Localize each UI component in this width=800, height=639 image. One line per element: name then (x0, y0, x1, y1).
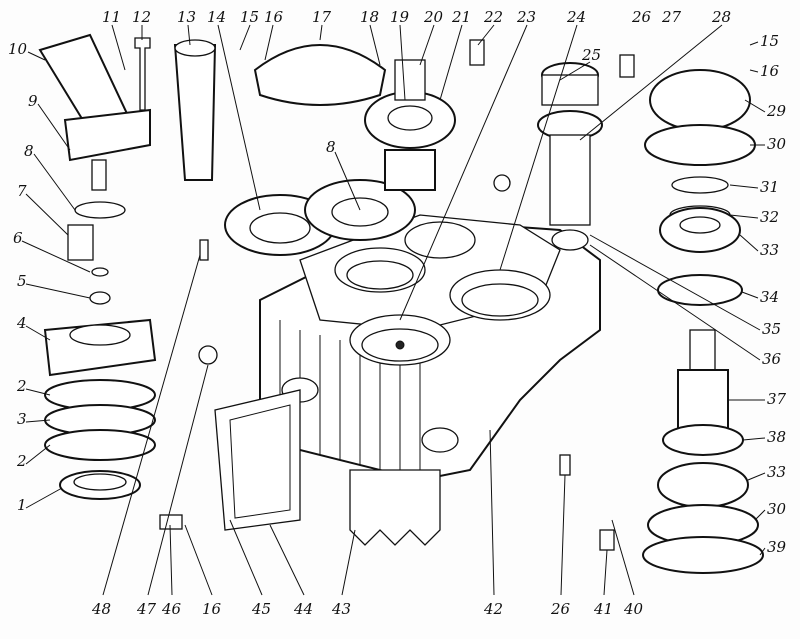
part-label: 5 (17, 272, 27, 290)
part-label: 30 (767, 500, 787, 518)
part-label: 18 (360, 8, 379, 26)
part-label: 41 (593, 600, 613, 618)
part-label: 40 (623, 600, 644, 618)
part-label: 44 (293, 600, 313, 618)
right-lower-stack (642, 329, 764, 574)
right-upper-stack (644, 69, 756, 306)
part-label: 32 (760, 208, 779, 226)
part-label: 20 (423, 8, 444, 26)
part-label: 48 (91, 600, 111, 618)
part-label: 8 (326, 138, 336, 156)
part-label: 16 (264, 8, 284, 26)
part-label: 13 (177, 8, 196, 26)
part-label: 16 (202, 600, 222, 618)
part-label: 35 (762, 320, 781, 338)
part-label: 33 (767, 463, 786, 481)
part-label: 43 (331, 600, 351, 618)
part-label: 22 (483, 8, 503, 26)
part-label: 16 (760, 62, 780, 80)
part-label: 28 (711, 8, 731, 26)
part-label: 8 (24, 142, 34, 160)
right-shaft-assembly (537, 62, 603, 251)
plug (469, 39, 485, 66)
part-label: 15 (240, 8, 259, 26)
part-labels: 10 11 12 13 14 15 16 17 18 19 20 21 22 2… (8, 8, 787, 618)
part-label: 46 (161, 600, 182, 618)
part-label: 9 (28, 92, 38, 110)
part-label: 33 (760, 241, 779, 259)
part-label: 11 (102, 8, 121, 26)
part-label: 7 (17, 182, 27, 200)
part-label: 14 (207, 8, 226, 26)
part-label: 47 (136, 600, 157, 618)
part-label: 23 (516, 8, 536, 26)
bolt (159, 514, 183, 530)
part-label: 42 (483, 600, 503, 618)
part-label: 12 (132, 8, 151, 26)
part-label: 2 (16, 452, 27, 470)
part-label: 15 (760, 32, 779, 50)
part-label: 30 (767, 135, 787, 153)
plug (559, 454, 571, 476)
part-label: 45 (251, 600, 271, 618)
part-label: 39 (767, 538, 787, 556)
dome-cover (253, 44, 387, 106)
eye-bolt (493, 174, 511, 192)
part-label: 4 (16, 314, 27, 332)
eye-bolt (198, 345, 218, 365)
part-label: 17 (312, 8, 332, 26)
part-label: 10 (8, 40, 28, 58)
bolt (134, 37, 151, 111)
part-label: 38 (767, 428, 786, 446)
part-label: 25 (581, 46, 601, 64)
part-label: 27 (661, 8, 682, 26)
part-label: 19 (390, 8, 410, 26)
part-label: 37 (767, 390, 787, 408)
part-label: 24 (566, 8, 586, 26)
plug (599, 529, 615, 551)
splined-shaft (173, 44, 217, 181)
part-label: 26 (631, 8, 652, 26)
part-label: 21 (451, 8, 471, 26)
part-label: 3 (17, 410, 27, 428)
upper-bearing-assembly (364, 59, 456, 191)
part-label: 29 (766, 102, 787, 120)
part-label: 34 (760, 288, 779, 306)
part-label: 31 (760, 178, 779, 196)
pin (199, 239, 209, 261)
part-label: 6 (13, 229, 23, 247)
part-label: 26 (550, 600, 571, 618)
leader-lines (21, 24, 766, 596)
left-bearing-stack (43, 267, 157, 500)
plug (619, 54, 635, 78)
cover-plate (214, 389, 301, 531)
hydraulic-motor (38, 33, 151, 261)
part-label: 36 (762, 350, 782, 368)
part-label: 2 (16, 377, 27, 395)
gearbox-housing (259, 214, 601, 546)
part-label: 1 (17, 496, 27, 514)
